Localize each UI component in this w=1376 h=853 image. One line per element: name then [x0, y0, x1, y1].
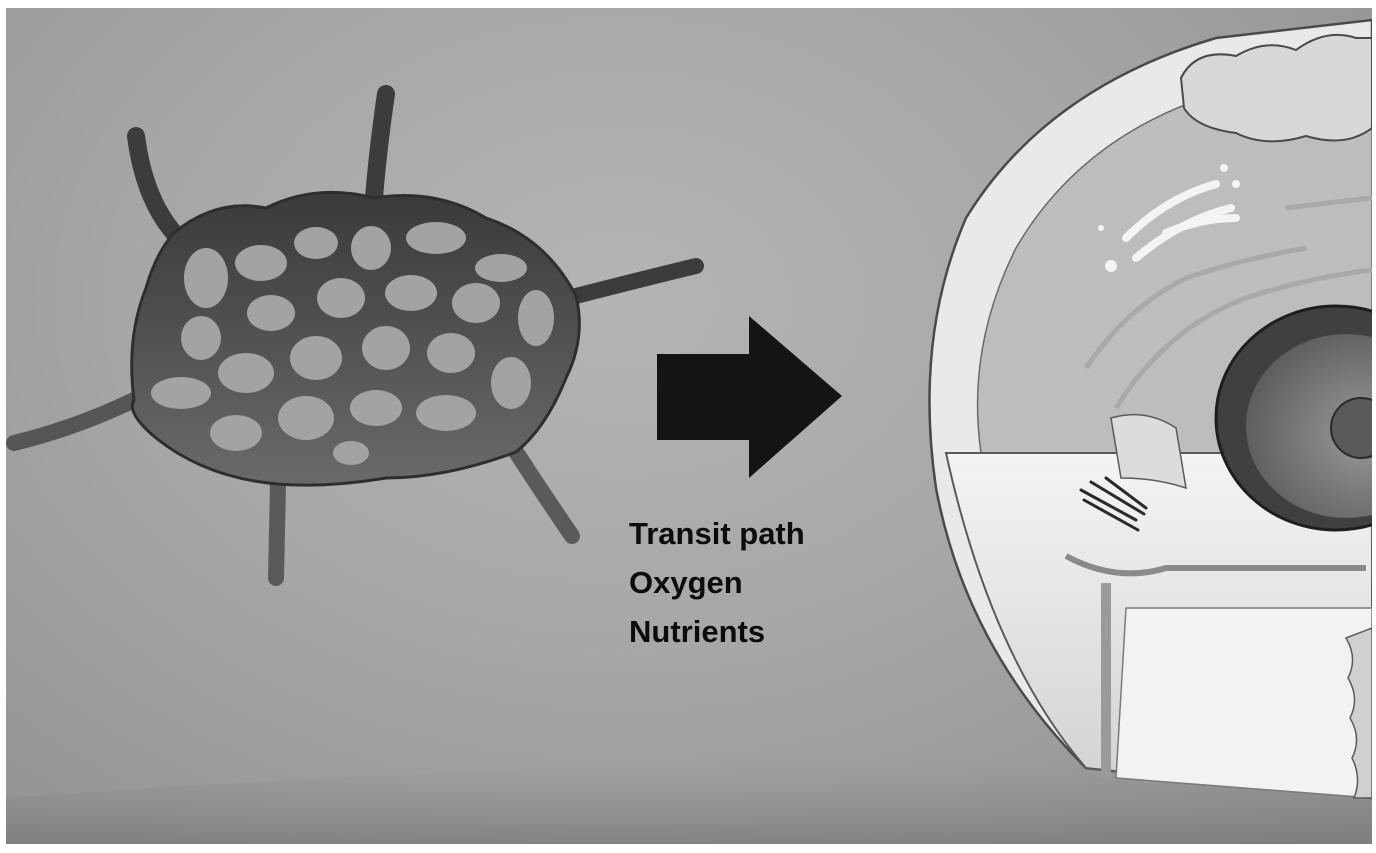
page-number: 13 — [1263, 806, 1281, 824]
label-nutrients: Nutrients — [629, 616, 765, 647]
cell-cross-section-icon — [6, 8, 1372, 844]
slide: Transit path Oxygen Nutrients 13 — [6, 8, 1372, 844]
label-transit-path: Transit path — [629, 518, 805, 549]
label-oxygen: Oxygen — [629, 567, 743, 598]
